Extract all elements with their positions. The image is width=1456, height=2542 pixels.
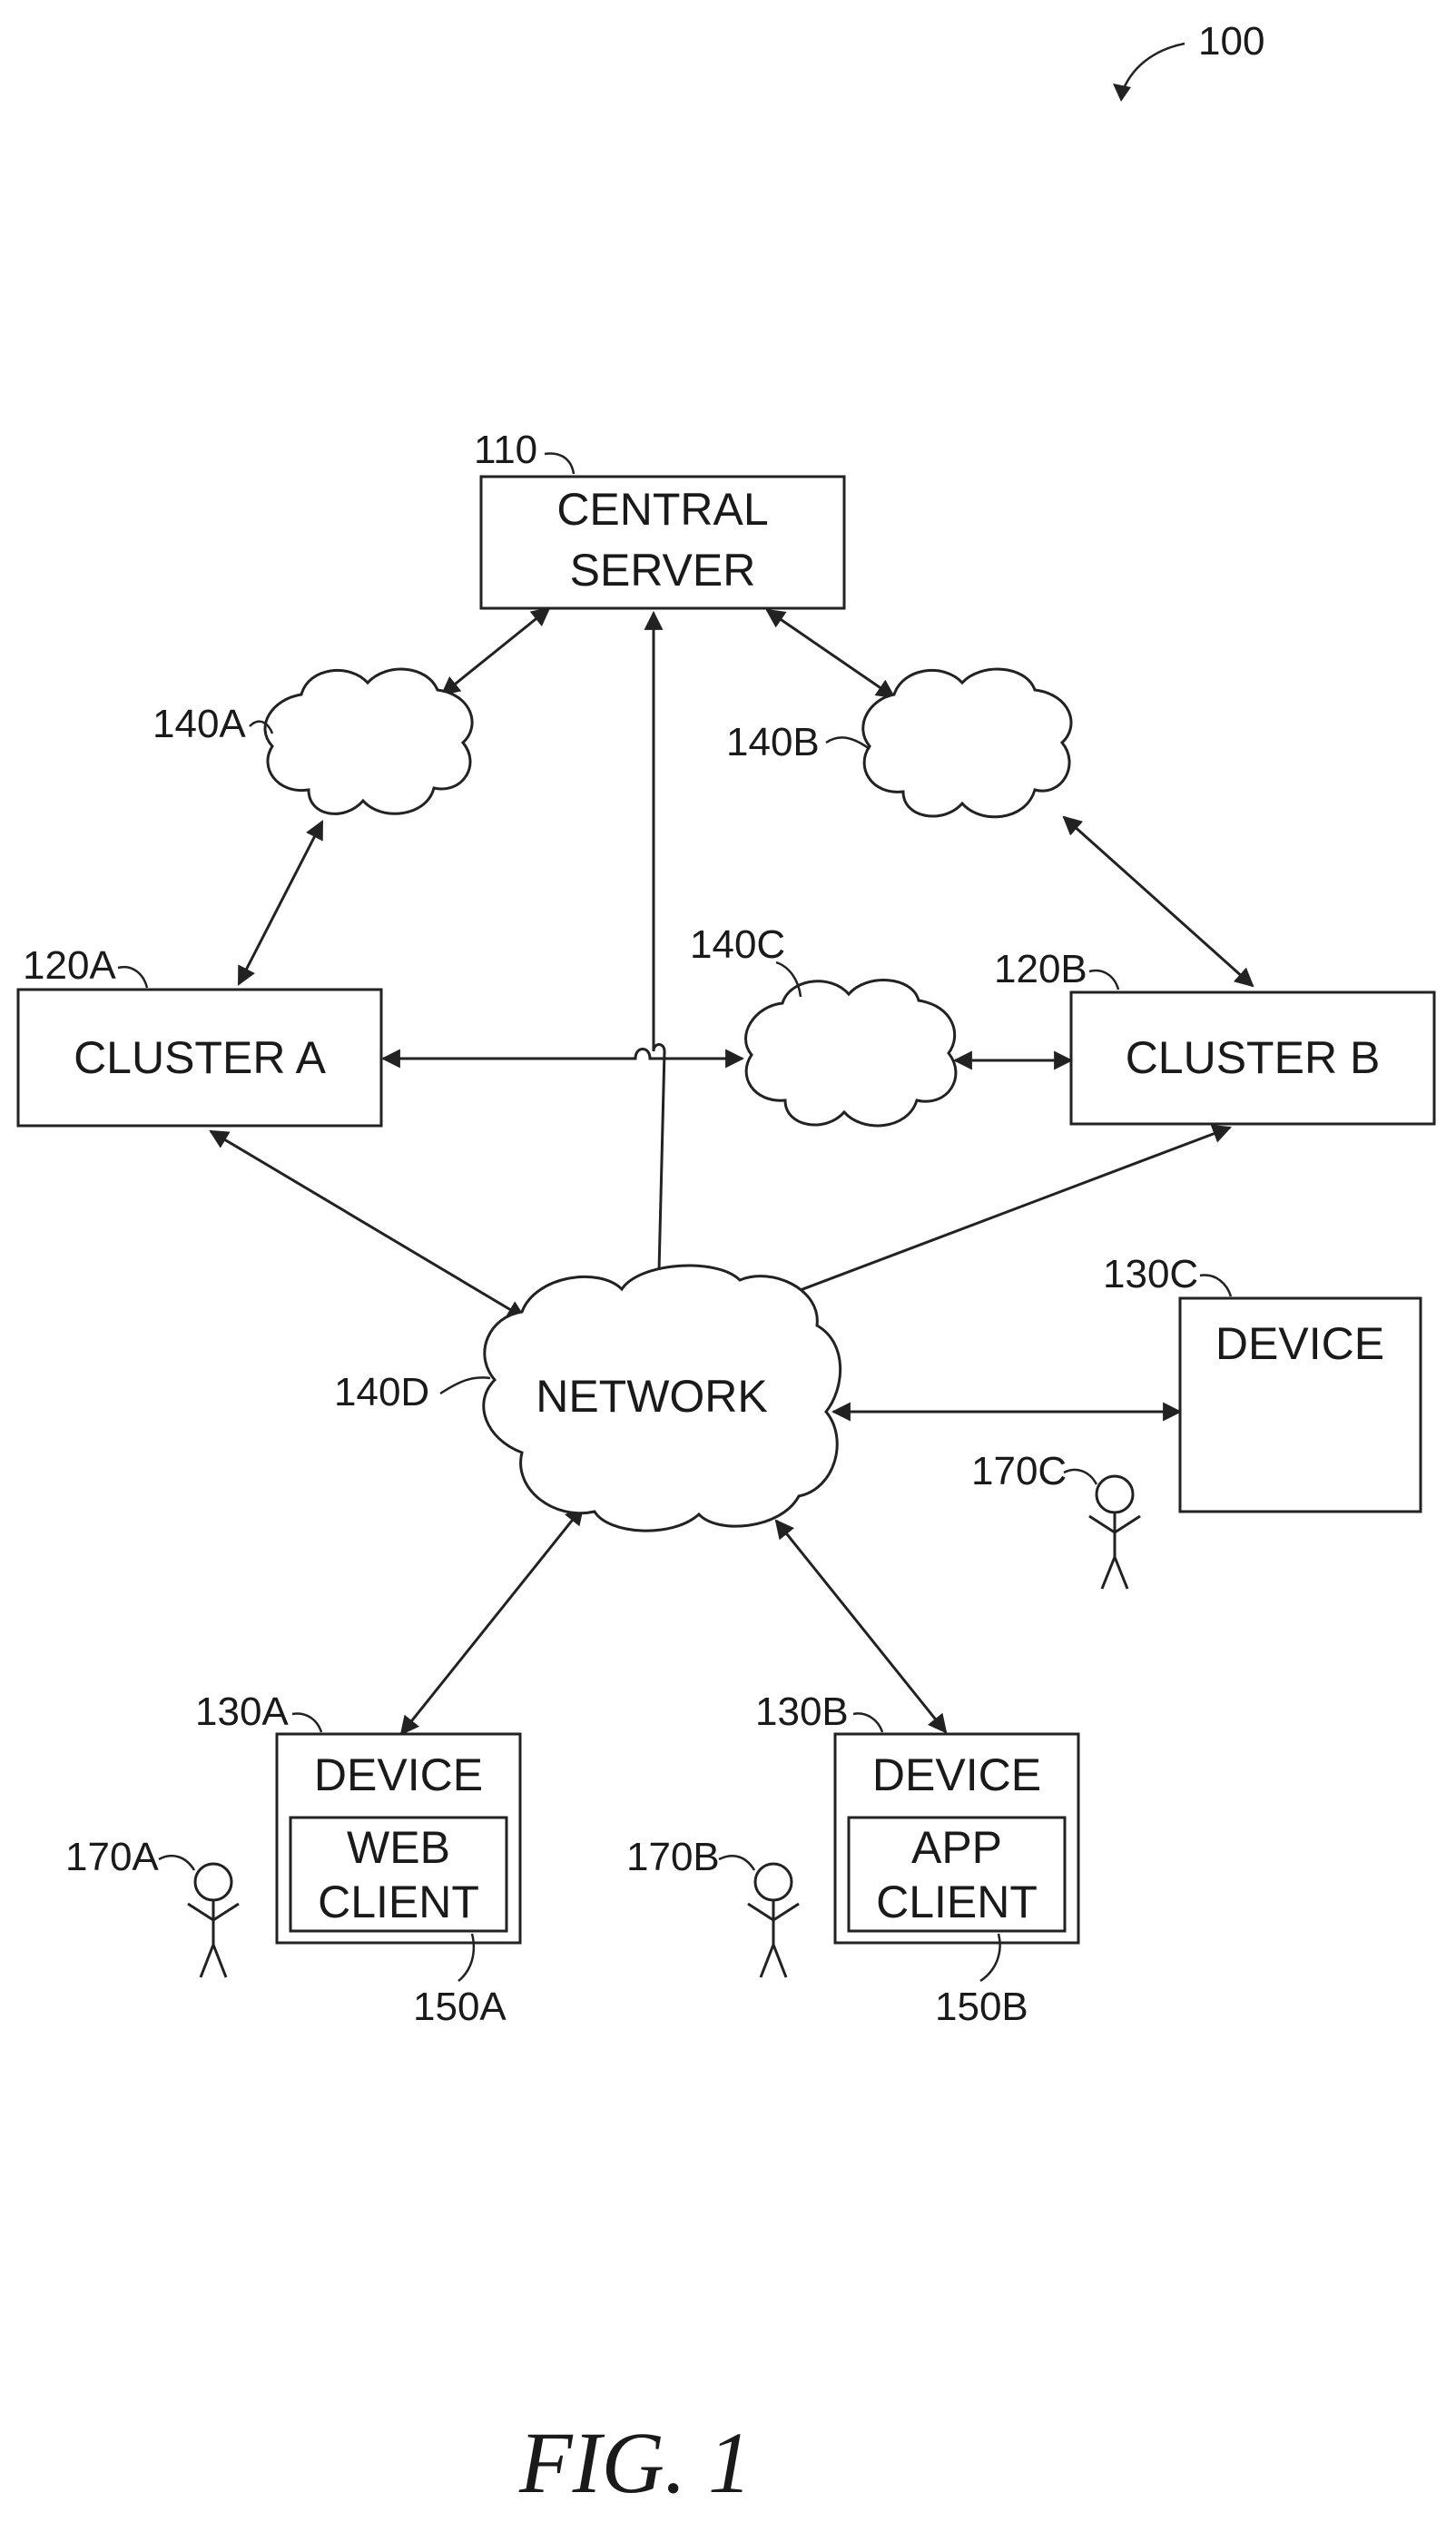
device-c-node: DEVICE 130C	[1103, 1252, 1421, 1512]
central-server-ref: 110	[474, 428, 537, 472]
central-server-leader	[545, 454, 574, 474]
device-a-node: DEVICE WEB CLIENT 130A 150A	[195, 1690, 520, 2029]
device-c-leader	[1200, 1276, 1231, 1296]
cloud-c-shape	[746, 980, 956, 1126]
device-a-ref: 130A	[195, 1690, 289, 1734]
user-b-leader	[719, 1856, 754, 1870]
user-c-node: 170C	[971, 1449, 1140, 1589]
cluster-b-ref: 120B	[994, 947, 1087, 991]
device-b-node: DEVICE APP CLIENT 130B 150B	[755, 1690, 1078, 2029]
figure-ref-label: 100	[1198, 19, 1264, 64]
central-server-label-line1: CENTRAL	[556, 484, 768, 535]
edge-server-cloud-b	[767, 610, 894, 697]
cluster-b-label: CLUSTER B	[1126, 1032, 1381, 1083]
user-c-ref: 170C	[971, 1449, 1067, 1493]
figure-caption: FIG. 1	[518, 2414, 752, 2511]
cloud-b-node: 140B	[726, 669, 1071, 817]
device-a-leader	[292, 1713, 321, 1732]
cloud-a-ref: 140A	[152, 702, 246, 746]
user-b-person-icon	[748, 1864, 799, 1977]
user-c-leader	[1064, 1470, 1097, 1484]
web-client-label-line2: CLIENT	[318, 1877, 479, 1927]
central-server-label-line2: SERVER	[570, 545, 756, 596]
device-b-ref: 130B	[755, 1690, 849, 1734]
cluster-b-leader	[1089, 970, 1118, 990]
edge-network-device-a	[401, 1507, 583, 1734]
cluster-b-node: CLUSTER B 120B	[994, 947, 1434, 1124]
user-b-ref: 170B	[626, 1835, 720, 1879]
web-client-label-line1: WEB	[347, 1822, 450, 1873]
edge-cloud-a-cluster-a	[239, 822, 322, 984]
device-b-label: DEVICE	[872, 1749, 1041, 1800]
network-ref: 140D	[334, 1370, 429, 1414]
user-a-node: 170A	[65, 1835, 239, 1977]
cloud-b-shape	[863, 669, 1071, 817]
cluster-a-ref: 120A	[23, 943, 116, 988]
app-client-label-line1: APP	[911, 1822, 1002, 1873]
device-b-leader	[853, 1713, 882, 1732]
web-client-ref: 150A	[413, 1985, 507, 2029]
app-client-ref: 150B	[935, 1985, 1028, 2029]
cloud-b-leader	[826, 737, 870, 749]
edge-cluster-a-network	[211, 1131, 525, 1318]
figure-ref-arrowhead	[1113, 84, 1131, 102]
edge-cloud-b-cluster-b	[1064, 817, 1253, 986]
cluster-a-leader	[118, 967, 147, 988]
cloud-b-ref: 140B	[726, 720, 820, 764]
cloud-c-ref: 140C	[690, 922, 785, 967]
user-a-leader	[159, 1856, 194, 1870]
cluster-a-label: CLUSTER A	[74, 1032, 327, 1083]
cloud-a-shape	[265, 669, 472, 813]
network-node: NETWORK 140D	[334, 1266, 841, 1531]
cloud-a-node: 140A	[152, 669, 472, 813]
edge-server-network	[654, 613, 664, 1307]
device-a-label: DEVICE	[314, 1749, 483, 1800]
network-leader	[440, 1377, 490, 1394]
user-c-person-icon	[1089, 1476, 1140, 1589]
figure-ref-100: 100	[1113, 19, 1264, 102]
cluster-a-node: CLUSTER A 120A	[18, 943, 381, 1126]
network-label: NETWORK	[536, 1371, 768, 1422]
edge-cluster-a-cloud-c	[383, 1049, 743, 1059]
app-client-label-line2: CLIENT	[876, 1877, 1038, 1927]
user-a-ref: 170A	[65, 1835, 159, 1879]
user-b-node: 170B	[626, 1835, 799, 1977]
device-c-label: DEVICE	[1215, 1318, 1384, 1369]
central-server-node: CENTRAL SERVER 110	[474, 428, 844, 608]
cloud-c-node: 140C	[690, 922, 956, 1126]
user-a-person-icon	[188, 1864, 239, 1977]
edge-server-cloud-a	[442, 608, 549, 695]
device-c-ref: 130C	[1103, 1252, 1198, 1296]
